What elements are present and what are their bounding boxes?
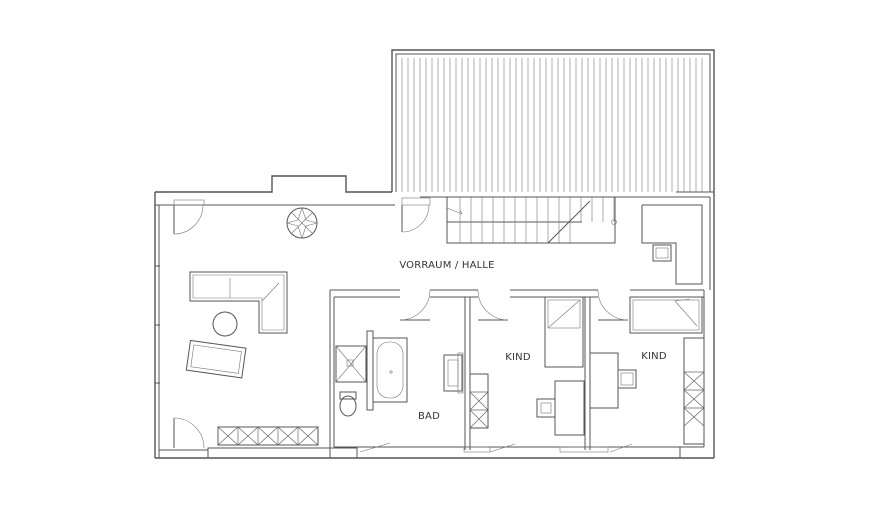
- interior-walls: [329, 289, 705, 458]
- wardrobe-cross: [683, 389, 705, 409]
- terrace-decking: [401, 58, 703, 192]
- room-labels: VORRAUM / HALLE KIND KIND BAD: [399, 260, 667, 422]
- doors: [155, 197, 633, 453]
- kind-2-furniture: [589, 296, 705, 445]
- kind-1-furniture: [469, 296, 585, 436]
- staircase: [446, 196, 617, 244]
- hall-furniture: [185, 191, 714, 446]
- room-label-hall: VORRAUM / HALLE: [399, 260, 494, 271]
- wardrobe-cross: [683, 407, 705, 427]
- room-label-kind-2: KIND: [641, 351, 667, 362]
- room-label-bad: BAD: [418, 411, 440, 422]
- sideboard-cross: [297, 426, 319, 446]
- wardrobe-cross: [469, 409, 489, 429]
- plant-symbol: [285, 207, 319, 239]
- sideboard-cross: [217, 426, 239, 446]
- room-label-kind-1: KIND: [505, 352, 531, 363]
- sideboard-cross: [277, 426, 299, 446]
- sideboard-cross: [257, 426, 279, 446]
- wardrobe-cross: [683, 371, 705, 391]
- sideboard-cross: [237, 426, 259, 446]
- bathroom-fixtures: [335, 330, 464, 417]
- wardrobe-cross: [469, 391, 489, 411]
